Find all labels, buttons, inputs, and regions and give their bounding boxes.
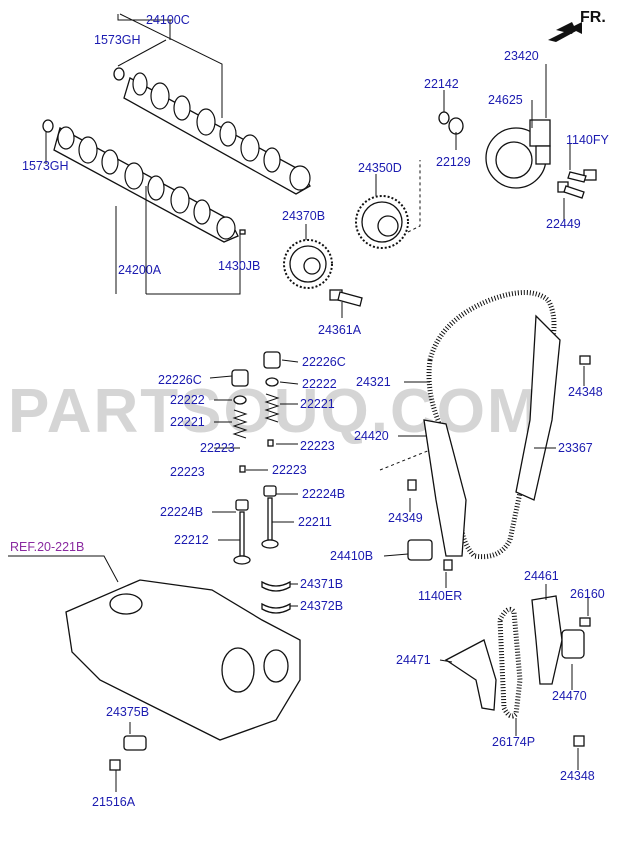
- part-label-24461[interactable]: 24461: [524, 569, 559, 583]
- part-label-21516A[interactable]: 21516A: [92, 795, 136, 809]
- part-label-1140ER[interactable]: 1140ER: [418, 589, 462, 603]
- bolt[interactable]: [567, 169, 597, 183]
- part-label-22223[interactable]: 22223: [300, 439, 335, 453]
- bolt[interactable]: [407, 479, 417, 491]
- part-label-24321[interactable]: 24321: [356, 375, 391, 389]
- oil-control-valve[interactable]: [485, 119, 551, 189]
- part-label-24348[interactable]: 24348: [560, 769, 595, 783]
- reference-link[interactable]: REF.20-221B: [10, 540, 84, 554]
- tensioner-spring[interactable]: [561, 629, 585, 659]
- part-label-22221[interactable]: 22221: [300, 397, 335, 411]
- valve-spring[interactable]: [232, 409, 248, 439]
- valve-stem-seal[interactable]: [235, 499, 249, 511]
- seal[interactable]: [448, 117, 464, 135]
- camshaft-plug[interactable]: [42, 119, 54, 133]
- oil-control-valve[interactable]: [123, 735, 147, 751]
- valve-cotter[interactable]: [239, 465, 246, 473]
- oil-pump-chain[interactable]: [497, 606, 523, 719]
- tensioner-arm[interactable]: [423, 419, 467, 557]
- part-label-24348[interactable]: 24348: [568, 385, 603, 399]
- part-label-22224B[interactable]: 22224B: [160, 505, 203, 519]
- part-label-22212[interactable]: 22212: [174, 533, 209, 547]
- part-label-1140FY[interactable]: 1140FY: [566, 133, 610, 147]
- part-label-24370B[interactable]: 24370B: [282, 209, 325, 223]
- sprocket-bolt[interactable]: [329, 289, 363, 307]
- part-label-24371B[interactable]: 24371B: [300, 577, 343, 591]
- watermark: PARTSOUQ.COM: [8, 377, 541, 446]
- cylinder-head[interactable]: [65, 579, 301, 741]
- bearing-shell[interactable]: [261, 602, 291, 614]
- part-label-22226C[interactable]: 22226C: [158, 373, 202, 387]
- part-label-22222[interactable]: 22222: [170, 393, 205, 407]
- part-label-22211[interactable]: 22211: [298, 515, 332, 529]
- part-label-22223[interactable]: 22223: [200, 441, 235, 455]
- retainer[interactable]: [265, 377, 279, 387]
- bolt[interactable]: [109, 759, 121, 771]
- exhaust-camshaft[interactable]: [53, 126, 239, 243]
- part-label-24410B[interactable]: 24410B: [330, 549, 373, 563]
- part-label-22221[interactable]: 22221: [170, 415, 205, 429]
- part-label-24361A[interactable]: 24361A: [318, 323, 362, 337]
- retainer[interactable]: [233, 395, 247, 405]
- part-label-22222[interactable]: 22222: [302, 377, 337, 391]
- bolt[interactable]: [557, 181, 585, 199]
- part-label-1573GH[interactable]: 1573GH: [94, 33, 141, 47]
- valve-stem-seal[interactable]: [263, 485, 277, 497]
- camshaft-sprocket[interactable]: [283, 239, 333, 289]
- intake-camshaft[interactable]: [123, 72, 311, 195]
- part-label-23420[interactable]: 23420: [504, 49, 539, 63]
- bolt[interactable]: [573, 735, 585, 747]
- part-label-24350D[interactable]: 24350D: [358, 161, 402, 175]
- valve-tappet[interactable]: [263, 351, 281, 369]
- part-label-23367[interactable]: 23367: [558, 441, 593, 455]
- part-label-22142[interactable]: 22142: [424, 77, 459, 91]
- bolt[interactable]: [579, 617, 591, 627]
- front-direction-arrow-icon: [548, 22, 582, 42]
- seal[interactable]: [438, 111, 450, 125]
- part-label-26174P[interactable]: 26174P: [492, 735, 535, 749]
- part-label-22449[interactable]: 22449: [546, 217, 581, 231]
- part-label-22223[interactable]: 22223: [272, 463, 307, 477]
- part-label-1573GH[interactable]: 1573GH: [22, 159, 69, 173]
- part-label-22129[interactable]: 22129: [436, 155, 471, 169]
- cvvt-assembly[interactable]: [355, 195, 409, 249]
- part-label-24375B[interactable]: 24375B: [106, 705, 149, 719]
- dowel-pin[interactable]: [239, 229, 246, 235]
- part-label-24372B[interactable]: 24372B: [300, 599, 343, 613]
- bolt[interactable]: [579, 355, 591, 365]
- valve-spring[interactable]: [264, 393, 280, 423]
- part-label-24471[interactable]: 24471: [396, 653, 431, 667]
- part-label-22226C[interactable]: 22226C: [302, 355, 346, 369]
- chain-tensioner[interactable]: [407, 539, 433, 561]
- chain-guide[interactable]: [515, 314, 561, 501]
- front-label: FR.: [580, 9, 606, 26]
- oil-pump-chain-guide[interactable]: [444, 639, 497, 711]
- part-label-24100C[interactable]: 24100C: [146, 13, 190, 27]
- exhaust-valve[interactable]: [233, 511, 251, 565]
- part-label-1430JB[interactable]: 1430JB: [218, 259, 260, 273]
- part-label-24420[interactable]: 24420: [354, 429, 389, 443]
- bearing-shell[interactable]: [261, 580, 291, 592]
- intake-valve[interactable]: [261, 497, 279, 549]
- part-label-26160[interactable]: 26160: [570, 587, 605, 601]
- valve-tappet[interactable]: [231, 369, 249, 387]
- part-label-22224B[interactable]: 22224B: [302, 487, 345, 501]
- part-label-24470[interactable]: 24470: [552, 689, 587, 703]
- part-label-22223[interactable]: 22223: [170, 465, 205, 479]
- part-label-24200A[interactable]: 24200A: [118, 263, 162, 277]
- valve-cotter[interactable]: [267, 439, 274, 447]
- bolt[interactable]: [443, 559, 453, 571]
- camshaft-plug[interactable]: [113, 67, 125, 81]
- part-label-24349[interactable]: 24349: [388, 511, 423, 525]
- part-label-24625[interactable]: 24625: [488, 93, 523, 107]
- oil-pump-tensioner-arm[interactable]: [531, 595, 563, 685]
